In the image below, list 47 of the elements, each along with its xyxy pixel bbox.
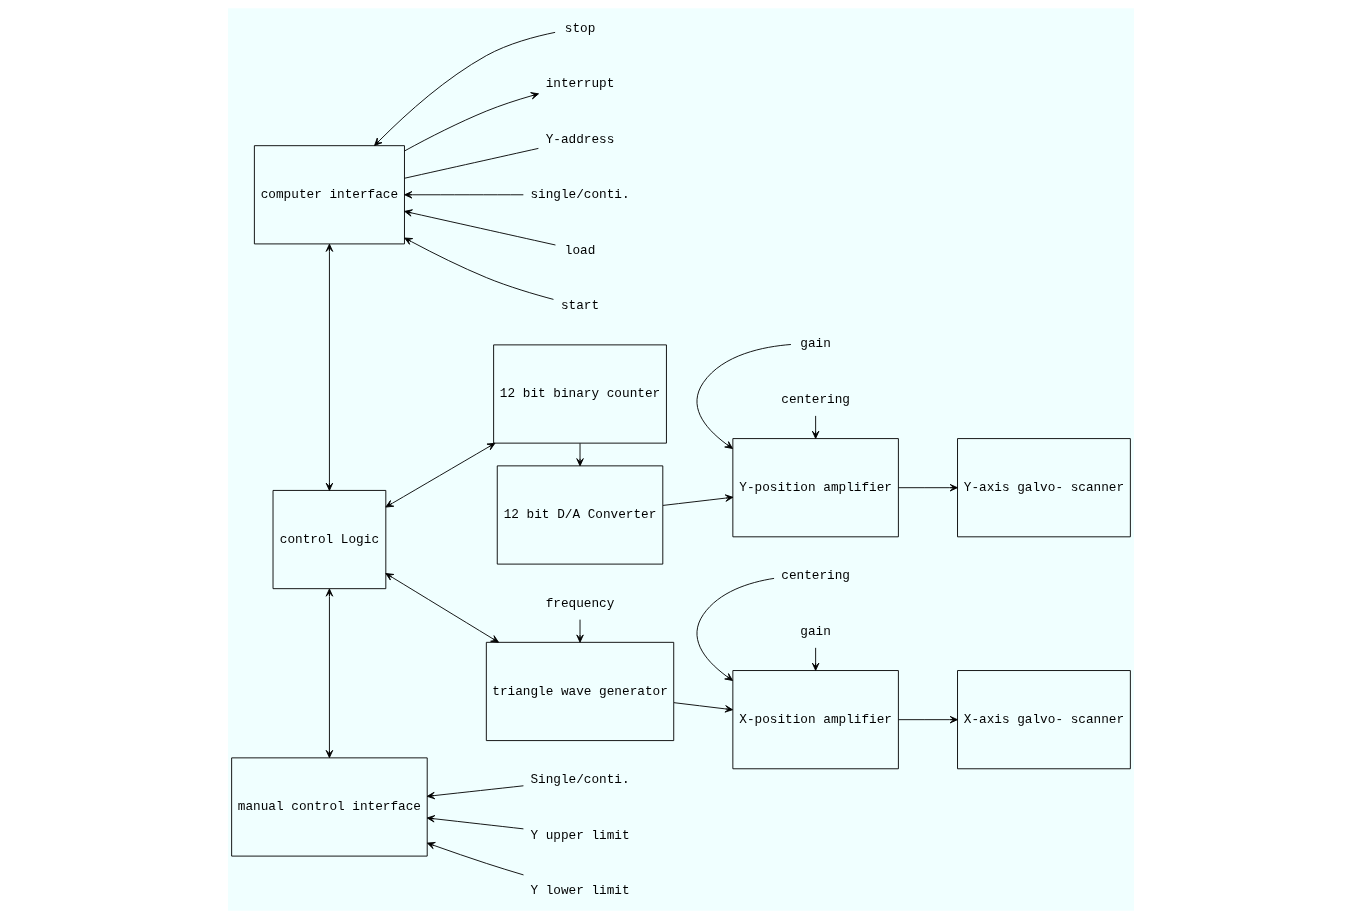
arrow — [325, 243, 334, 491]
node-text: single/conti. — [530, 187, 630, 203]
node-text: frequency — [545, 595, 615, 611]
arrow — [404, 209, 556, 246]
node-box: Y-axis galvo- scanner — [957, 438, 1131, 538]
arrow — [898, 483, 958, 492]
connector — [404, 147, 539, 179]
node-text: start — [560, 298, 600, 314]
node-box: computer interface — [253, 145, 405, 245]
node-box: 12 bit binary counter — [493, 344, 667, 444]
arrow — [426, 842, 524, 876]
node-text: interrupt — [545, 76, 615, 92]
arrow — [374, 31, 556, 146]
arrow — [576, 442, 584, 467]
node-text: Y lower limit — [530, 883, 630, 899]
node-text: Y-address — [545, 131, 615, 147]
arrow — [426, 785, 524, 800]
node-box: X-position amplifier — [732, 670, 899, 770]
node-box: triangle wave generator — [485, 641, 675, 742]
arrow — [673, 702, 733, 713]
arrow — [404, 92, 539, 152]
node-text: Single/conti. — [530, 772, 630, 788]
arrow — [404, 237, 554, 300]
arrow — [696, 344, 792, 449]
arrow — [811, 415, 820, 439]
node-text: Y upper limit — [530, 827, 630, 843]
node-text: gain — [800, 336, 831, 352]
arrow — [325, 588, 334, 759]
arrow — [385, 442, 496, 508]
arrow — [898, 715, 958, 724]
node-box: manual control interface — [231, 757, 428, 857]
arrow — [696, 577, 775, 681]
node-text: gain — [800, 623, 831, 639]
arrow — [426, 815, 524, 830]
node-text: stop — [564, 20, 596, 36]
node-box: X-axis galvo- scanner — [957, 670, 1131, 770]
node-box: control Logic — [272, 489, 387, 590]
arrow — [385, 573, 499, 643]
arrow — [576, 619, 584, 643]
arrow — [662, 494, 734, 506]
node-box: Y-position amplifier — [732, 438, 899, 538]
node-text: centering — [781, 391, 850, 407]
node-text: centering — [781, 568, 850, 584]
arrow — [404, 191, 524, 199]
node-text: load — [564, 242, 596, 258]
arrow — [811, 647, 820, 671]
node-box: 12 bit D/A Converter — [496, 465, 664, 565]
